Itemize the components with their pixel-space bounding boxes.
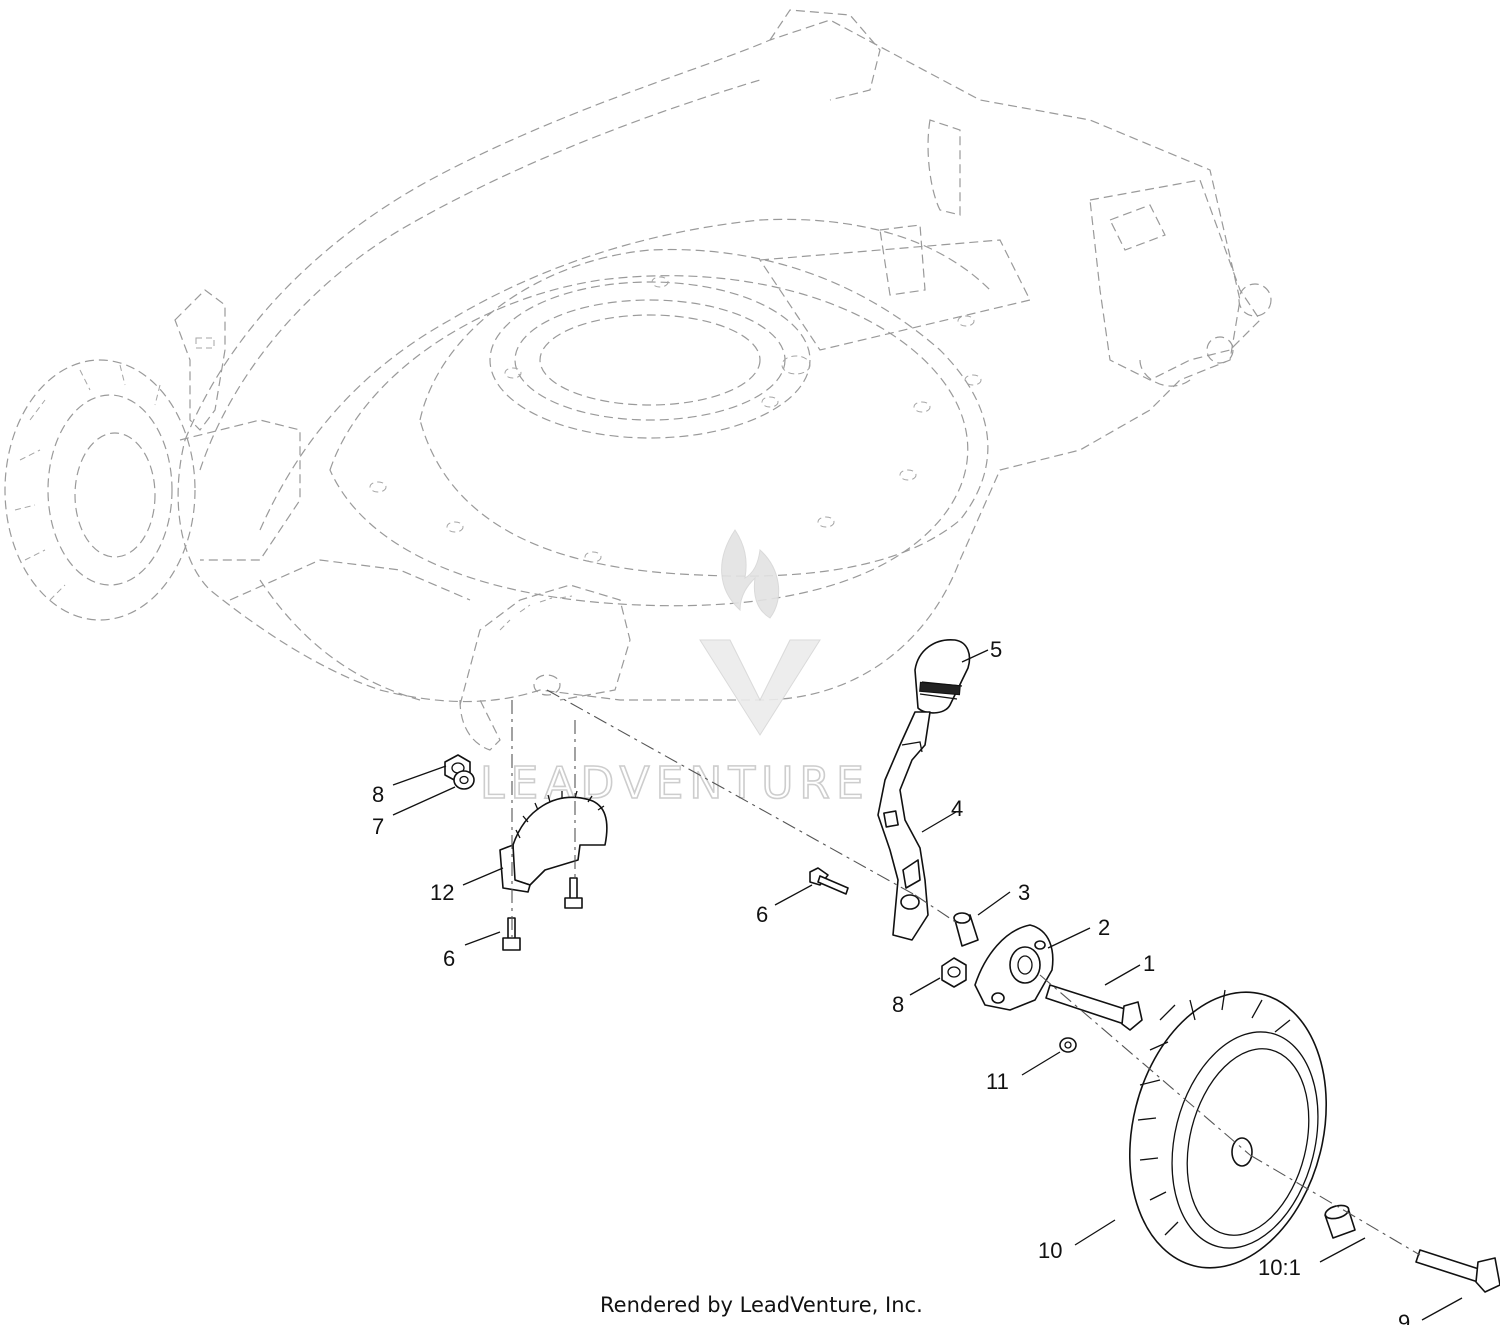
leader-lines (392, 649, 1463, 1321)
part-12-ratchet-plate (499, 790, 608, 893)
callout-11: 11 (986, 1069, 1009, 1094)
callout-10: 10 (1038, 1238, 1062, 1263)
callout-9: 9 (1398, 1310, 1410, 1325)
part-1-axle-bolt (1045, 984, 1143, 1031)
assembly-axes (511, 689, 1421, 1256)
callout-8-right: 8 (892, 992, 904, 1017)
part-4-height-lever (877, 711, 931, 941)
callout-labels: 5 4 3 2 1 6 6 8 7 12 8 11 10 10:1 9 (372, 637, 1410, 1330)
callout-5: 5 (990, 637, 1002, 662)
callout-4: 4 (951, 796, 963, 821)
callout-2: 2 (1098, 915, 1110, 940)
part-10-1-bushing (1324, 1204, 1356, 1239)
part-2-wheel-bracket (974, 924, 1054, 1011)
part-7-washer (453, 770, 475, 790)
callout-10-1: 10:1 (1258, 1255, 1301, 1280)
part-8-nut-right (941, 957, 967, 988)
callout-8-left: 8 (372, 782, 384, 807)
leadventure-watermark: LEADVENTURE (479, 529, 870, 810)
callout-6-lever-bolt: 6 (756, 902, 768, 927)
part-9-shoulder-bolt (1415, 1249, 1500, 1293)
callout-6-plate-bolt: 6 (443, 946, 455, 971)
callout-1: 1 (1143, 951, 1155, 976)
part-3-spacer (953, 912, 979, 947)
rendered-by-credit: Rendered by LeadVenture, Inc. (600, 1293, 923, 1317)
part-10-wheel (1128, 989, 1328, 1269)
callout-3: 3 (1018, 880, 1030, 905)
part-11-washer (1059, 1037, 1077, 1053)
mower-deck-outline (4, 9, 1272, 751)
callout-12: 12 (430, 880, 454, 905)
part-6-bolts (502, 867, 849, 951)
part-5-lever-grip (914, 639, 971, 714)
callout-7: 7 (372, 814, 384, 839)
watermark-text: LEADVENTURE (480, 758, 870, 809)
